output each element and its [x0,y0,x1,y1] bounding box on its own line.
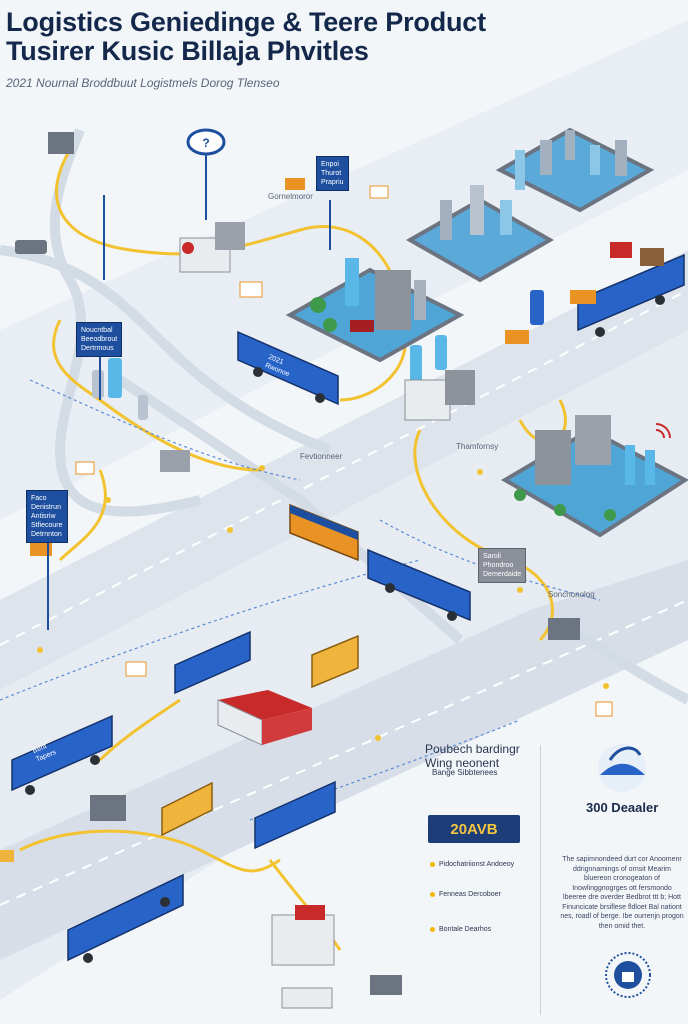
truck-yellow-1 [311,634,359,689]
panel-heading: Poubech bardingr Wing neonent [425,742,520,770]
bullet-dot-icon [430,891,435,897]
small-cars [0,132,664,1009]
city-block-right [501,415,688,538]
truck-yellow-2 [161,781,213,837]
page-subtitle: 2021 Nournal Broddbuut Logistmels Dorog … [6,76,280,90]
truck-blue-7 [67,873,184,963]
sign-left-mid: Faco Denistrun Antisriw Stfiecoure Detrn… [26,490,68,543]
seal-lock-icon [605,952,651,998]
truck-orange [289,503,359,562]
bullet-dot-icon [430,926,435,932]
truck-red [217,690,312,746]
panel-bullet: Pidochatriionst Andoeoy [430,860,514,869]
truck-white-3 [271,905,335,966]
truck-white-1 [179,222,245,273]
callout-label: Sonchonolog [548,590,595,599]
callout-label: Gornelmoror [268,192,313,201]
truck-blue-5 [11,714,113,795]
title-block: Logistics Geniedinge & Teere Product Tus… [6,8,666,66]
panel-bullet: Bontale Dearhos [430,925,491,934]
svg-text:?: ? [202,136,209,150]
bullet-text: Pidochatriionst Andoeoy [439,861,515,868]
location-pin-icon: ? [186,128,226,156]
city-block-center [285,258,465,363]
dealer-logo-icon [598,744,646,792]
panel-subheading: Bange Sibbtenees [432,768,498,777]
page-title-line-2: Tusirer Kusic Billaja Phvitles [6,36,369,66]
bullet-text: Fenneas Dercoboer [439,891,501,898]
city-block-top-right [495,127,655,213]
panel-divider [540,745,541,1015]
truck-blue-6 [254,780,336,850]
callout-label: Thamfornsy [456,442,499,451]
envelope-icons [75,185,613,717]
dealer-paragraph: The sapimnondeed durt cor Anoomenr ddrig… [560,856,684,930]
bullet-text: Bontale Dearhos [439,926,492,933]
truck-blue-2 [577,253,685,337]
background-band [0,20,688,520]
bullet-dot-icon [430,861,435,867]
page-title-line-1: Logistics Geniedinge & Teere Product [6,7,486,37]
sign-center: Enpoi Thurot Prapriu [316,156,349,191]
sign-poles [47,150,331,630]
truck-blue-1 [237,330,339,406]
truck-blue-3 [367,548,471,622]
highway-lower [0,560,688,960]
panel-bullet: Fenneas Dercoboer [430,890,501,899]
sign-top-left: Noucntbal Beeodbrout Dertrmous [76,322,123,357]
truck-white-2 [404,370,475,421]
truck-blue-4 [174,630,251,695]
city-block-upper [405,185,555,283]
highway-upper [0,250,688,690]
code-badge: 20AVB [428,815,520,843]
sign-right: Saroli Phondroo Demerdaide [478,548,527,583]
radio-signal-icon [655,423,671,439]
callout-label: Fevtionneer [300,452,343,461]
route-sparkle-icons [37,465,609,741]
dealer-title: 300 Deaaler [586,800,659,815]
